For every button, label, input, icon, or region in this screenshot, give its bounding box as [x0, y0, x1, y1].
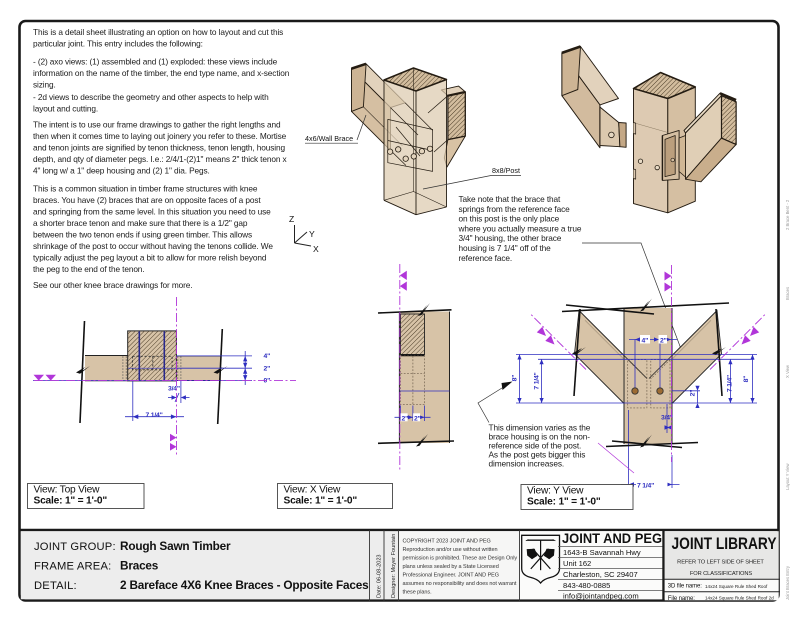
svg-text:2": 2" [690, 390, 697, 397]
svg-text:Reproduction and/or use withou: Reproduction and/or use without written [403, 547, 498, 553]
svg-text:housing is 7 1/4" off of the: housing is 7 1/4" off of the [459, 243, 552, 253]
svg-text:permission is prohibited. The: permission is prohibited. These are Desi… [403, 556, 518, 562]
svg-text:then when it comes time to lay: then when it comes time to laying out jo… [33, 131, 287, 141]
svg-text:14x24 Square Rule Shed Roof: 14x24 Square Rule Shed Roof [705, 584, 768, 589]
svg-text:View: X View: View: X View [284, 485, 342, 496]
svg-text:Scale: 1" = 1'-0": Scale: 1" = 1'-0" [34, 496, 108, 507]
svg-text:Rough Sawn Timber: Rough Sawn Timber [120, 539, 231, 553]
svg-text:7 1/4": 7 1/4" [727, 375, 734, 392]
svg-text:COPYRIGHT 2023 JOINT AND PEG: COPYRIGHT 2023 JOINT AND PEG [403, 539, 491, 545]
svg-text:3/4": 3/4" [168, 386, 180, 393]
svg-text:See our other knee brace drawi: See our other knee brace drawings for mo… [33, 280, 192, 290]
svg-text:reference face.: reference face. [459, 253, 513, 263]
svg-text:14x24 Square Rule Shed Roof 2d: 14x24 Square Rule Shed Roof 2d [705, 596, 774, 601]
svg-text:2": 2" [402, 415, 409, 422]
svg-text:This dimension varies as the: This dimension varies as the [489, 423, 591, 433]
svg-text:Z: Z [289, 214, 294, 224]
svg-text:Professional Engineer. JOINT: Professional Engineer. JOINT AND PEG [403, 573, 500, 579]
svg-text:JOINT LIBRARY: JOINT LIBRARY [672, 535, 777, 553]
svg-text:7 1/4": 7 1/4" [146, 412, 163, 419]
svg-text:8x8/Post: 8x8/Post [492, 166, 520, 175]
svg-text:2 Brace Bent - 2: 2 Brace Bent - 2 [785, 199, 790, 230]
svg-text:7 1/4": 7 1/4" [637, 482, 654, 489]
svg-text:3/4": 3/4" [661, 415, 673, 422]
svg-text:2": 2" [414, 415, 421, 422]
svg-text:a shorter brace tenon and make: a shorter brace tenon and make sure that… [33, 218, 248, 228]
svg-text:Braces: Braces [120, 558, 159, 572]
svg-text:2": 2" [264, 365, 271, 372]
svg-text:braces. You have (2) braces t: braces. You have (2) braces that are on … [33, 195, 261, 205]
svg-text:- 2d views to describe the geo: - 2d views to describe the geometry and … [33, 92, 269, 102]
svg-text:Y: Y [309, 229, 315, 239]
svg-text:This is a common situation in: This is a common situation in timber fra… [33, 183, 258, 193]
svg-text:File name:: File name: [668, 596, 695, 602]
svg-text:4": 4" [642, 337, 649, 344]
svg-text:8": 8" [743, 376, 750, 383]
svg-text:FOR CLASSIFICATIONS: FOR CLASSIFICATIONS [690, 571, 752, 577]
svg-text:Braces: Braces [785, 287, 790, 300]
svg-text:Scale: 1" = 1'-0": Scale: 1" = 1'-0" [527, 497, 601, 508]
svg-text:layout and cutting.: layout and cutting. [33, 103, 98, 113]
svg-text:and springing from the same le: and springing from the same level. In th… [33, 206, 271, 216]
svg-text:The intent is to use our frame: The intent is to use our frame drawings … [33, 120, 281, 130]
svg-text:3/4" housing, the other brace: 3/4" housing, the other brace [459, 233, 562, 243]
svg-text:X: X [313, 244, 319, 254]
svg-text:- (2) axo views: (1) assembled: - (2) axo views: (1) assembled and (1) e… [33, 57, 278, 67]
svg-text:depth, and qty of diameter peg: depth, and qty of diameter pegs. I.e.: 2… [33, 154, 288, 164]
svg-text:sizing.: sizing. [33, 80, 56, 90]
svg-text:between the two tenon ends if: between the two tenon ends if using gree… [33, 229, 252, 239]
svg-text:JOINT AND PEG: JOINT AND PEG [562, 531, 662, 546]
svg-text:Scale: 1" = 1'-0": Scale: 1" = 1'-0" [284, 496, 358, 507]
svg-text:shrinkage of the post to occur: shrinkage of the post to occur without h… [33, 241, 273, 251]
svg-text:2 Bareface 4X6 Knee Braces - O: 2 Bareface 4X6 Knee Braces - Opposite Fa… [120, 578, 369, 592]
svg-text:and tenon joints are signified: and tenon joints are signified by tenon … [33, 143, 285, 153]
svg-text:particular joint. This entry i: particular joint. This entry includes th… [33, 39, 203, 49]
svg-text:4" long w/ a 1" deep housing a: 4" long w/ a 1" deep housing and (2) 1" … [33, 166, 210, 176]
svg-text:typically adjust the peg layou: typically adjust the peg layout a bit to… [33, 252, 267, 262]
svg-text:8": 8" [512, 375, 519, 382]
svg-text:where you actually measure a t: where you actually measure a true [458, 223, 582, 233]
svg-text:plans unless sealed by a State: plans unless sealed by a State Licensed [403, 564, 499, 570]
svg-text:info@jointandpeg.com: info@jointandpeg.com [563, 592, 639, 601]
svg-text:2": 2" [660, 337, 667, 344]
svg-text:brace housing is on the non-: brace housing is on the non- [489, 432, 591, 442]
svg-text:This is a detail sheet illustr: This is a detail sheet illustrating an o… [33, 27, 283, 37]
svg-text:on this post is the only place: on this post is the only place [459, 214, 560, 224]
svg-text:assumes no responsibility and: assumes no responsibility and does not w… [403, 581, 517, 587]
svg-text:Joint Braces Entry: Joint Braces Entry [785, 565, 790, 600]
svg-text:Layout Y View: Layout Y View [785, 462, 790, 490]
svg-text:4x6/Wall Brace: 4x6/Wall Brace [305, 134, 353, 143]
svg-text:As the post gets bigger this: As the post gets bigger this [489, 450, 586, 460]
svg-text:View: Y View: View: Y View [527, 486, 584, 497]
svg-text:X View: X View [785, 364, 790, 378]
svg-text:JOINT GROUP:: JOINT GROUP: [34, 541, 116, 553]
svg-text:3D file name:: 3D file name: [668, 584, 702, 590]
svg-text:843-480-0885: 843-480-0885 [563, 581, 610, 590]
svg-text:information on the name of the: information on the name of the timber, t… [33, 68, 290, 78]
svg-text:Take note that the brace that: Take note that the brace that [459, 194, 562, 204]
svg-text:reference side of the post.: reference side of the post. [489, 441, 582, 451]
svg-text:Date: 06-08-2023: Date: 06-08-2023 [377, 554, 383, 598]
svg-text:DETAIL:: DETAIL: [34, 580, 77, 592]
svg-text:Unit 162: Unit 162 [563, 559, 591, 568]
svg-text:these plans.: these plans. [403, 590, 433, 596]
svg-text:FRAME AREA:: FRAME AREA: [34, 560, 111, 572]
svg-text:View: Top View: View: Top View [34, 485, 101, 496]
svg-text:Charleston, SC 29407: Charleston, SC 29407 [563, 570, 638, 579]
svg-text:REFER TO LEFT SIDE OF SHEET: REFER TO LEFT SIDE OF SHEET [677, 560, 764, 566]
svg-text:Designer: Moyer Fountain: Designer: Moyer Fountain [391, 534, 397, 598]
svg-text:7 1/4": 7 1/4" [534, 372, 541, 389]
svg-text:1643-B Savannah Hwy: 1643-B Savannah Hwy [563, 548, 641, 557]
svg-text:4": 4" [264, 353, 271, 360]
svg-text:the peg to the end of the teno: the peg to the end of the tenon. [33, 264, 145, 274]
svg-text:dimension increases.: dimension increases. [489, 459, 565, 469]
svg-text:springs from the reference fac: springs from the reference face [459, 204, 571, 214]
